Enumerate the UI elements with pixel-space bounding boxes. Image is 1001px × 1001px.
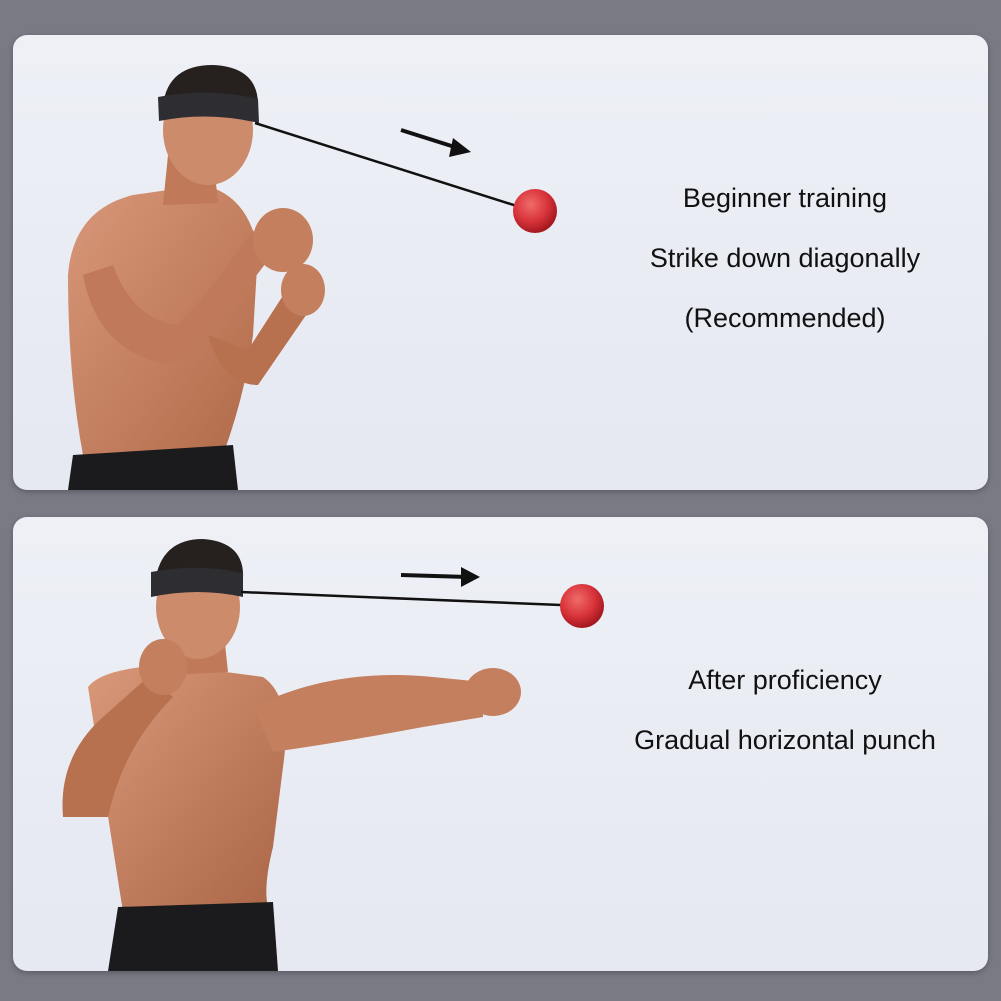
torso xyxy=(88,665,286,912)
caption-line: (Recommended) xyxy=(684,303,886,333)
reflex-ball xyxy=(560,584,604,628)
fist-punching xyxy=(465,668,521,716)
headband xyxy=(158,92,259,123)
caption-line: After proficiency xyxy=(688,665,882,695)
cord xyxy=(240,590,562,607)
cord xyxy=(254,121,524,210)
shorts xyxy=(68,445,238,490)
panel-beginner: Beginner training Strike down diagonally… xyxy=(13,35,988,490)
shorts xyxy=(108,902,278,971)
caption-line: Strike down diagonally xyxy=(649,243,921,273)
arm-punching xyxy=(253,675,483,752)
direction-arrow-icon xyxy=(400,128,471,157)
fist-rear xyxy=(253,208,313,272)
proficiency-caption: After proficiency Gradual horizontal pun… xyxy=(585,667,985,787)
caption-line: Beginner training xyxy=(682,183,888,213)
caption-line: Gradual horizontal punch xyxy=(634,725,936,755)
fist-guard xyxy=(139,639,187,695)
arm-guard xyxy=(62,677,173,817)
fist-front xyxy=(281,264,325,316)
beginner-caption: Beginner training Strike down diagonally… xyxy=(585,185,985,365)
panel-proficiency: After proficiency Gradual horizontal pun… xyxy=(13,517,988,971)
torso xyxy=(68,185,258,455)
proficiency-photo xyxy=(62,539,604,971)
arm-rear xyxy=(83,230,268,365)
reflex-ball xyxy=(513,189,557,233)
beginner-photo xyxy=(68,65,557,490)
headband xyxy=(151,567,243,597)
direction-arrow-icon xyxy=(400,567,480,587)
